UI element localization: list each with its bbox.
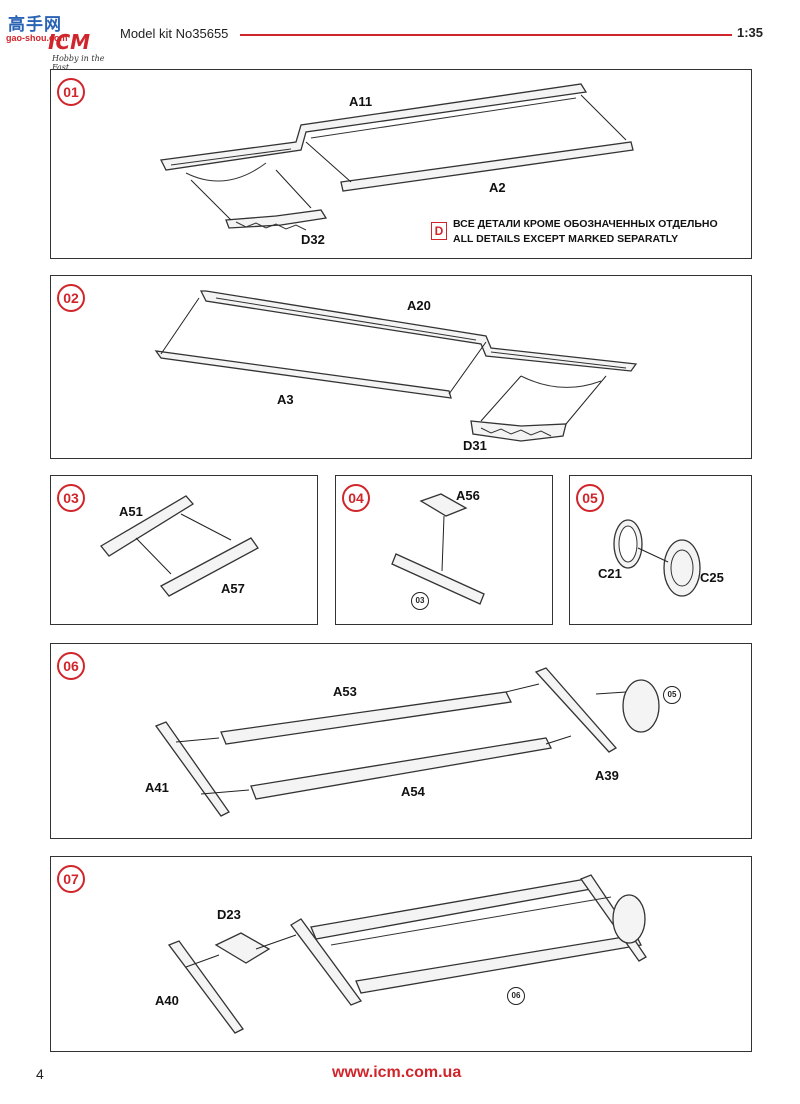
- step-05-badge: 05: [576, 484, 604, 512]
- scale-label: 1:35: [737, 25, 764, 40]
- separate-parts-badge: D: [431, 222, 447, 240]
- label-a40: A40: [155, 993, 179, 1008]
- step-02-diagram: [154, 290, 638, 442]
- step-01-badge: 01: [57, 78, 85, 106]
- label-a41: A41: [145, 780, 169, 795]
- label-d32: D32: [301, 232, 325, 247]
- step-04-panel: 04 A56 03: [335, 475, 553, 625]
- logo-brand: ICM: [48, 30, 91, 54]
- label-d23: D23: [217, 907, 241, 922]
- step-06-diagram: [154, 667, 660, 817]
- label-a39: A39: [595, 768, 619, 783]
- step-04-diagram: [391, 493, 485, 605]
- header-rule: [240, 34, 732, 36]
- logo-tagline: Hobby in the Fast: [52, 54, 105, 72]
- logo-watermark-url: gao-shou.com: [6, 33, 68, 43]
- page-number: 4: [36, 1066, 44, 1082]
- note-en: ALL DETAILS EXCEPT MARKED SEPARATLY: [453, 233, 679, 245]
- step-07-panel: 07 D23 A40 06: [50, 856, 752, 1052]
- label-a51: A51: [119, 504, 143, 519]
- step-03-badge: 03: [57, 484, 85, 512]
- footer-website-link[interactable]: www.icm.com.ua: [332, 1064, 462, 1081]
- label-d31: D31: [463, 438, 487, 453]
- step-05-diagram: [613, 519, 701, 597]
- ref-step-06: 06: [507, 987, 525, 1005]
- label-a53: A53: [333, 684, 357, 699]
- step-03-panel: 03 A51 A57: [50, 475, 318, 625]
- step-06-panel: 06 A53 A54 A41 A39 05: [50, 643, 752, 839]
- step-06-badge: 06: [57, 652, 85, 680]
- step-02-panel: 02 A20 A3 D31: [50, 275, 752, 459]
- label-c21: C21: [598, 566, 622, 581]
- step-03-diagram: [100, 495, 259, 597]
- label-a54: A54: [401, 784, 425, 799]
- step-05-panel: 05 C21 C25: [569, 475, 752, 625]
- step-07-badge: 07: [57, 865, 85, 893]
- step-07-diagram: [167, 874, 647, 1034]
- label-c25: C25: [700, 570, 724, 585]
- icm-logo: 高手网 gao-shou.com ICM Hobby in the Fast: [2, 6, 110, 72]
- logo-watermark-text: 高手网: [8, 15, 62, 35]
- ref-step-05: 05: [663, 686, 681, 704]
- label-a57: A57: [221, 581, 245, 596]
- label-a56: A56: [456, 488, 480, 503]
- ref-step-03: 03: [411, 592, 429, 610]
- step-01-panel: 01 A11 A2 D32 D ВСЕ ДЕТАЛИ КРОМЕ ОБОЗНАЧ…: [50, 69, 752, 259]
- step-01-diagram: [160, 83, 634, 231]
- step-04-badge: 04: [342, 484, 370, 512]
- step-02-badge: 02: [57, 284, 85, 312]
- label-a20: A20: [407, 298, 431, 313]
- note-ru: ВСЕ ДЕТАЛИ КРОМЕ ОБОЗНАЧЕННЫХ ОТДЕЛЬНО: [453, 218, 718, 230]
- kit-number: Model kit No35655: [120, 26, 229, 41]
- label-a2: A2: [489, 180, 506, 195]
- label-a11: A11: [349, 94, 373, 109]
- label-a3: A3: [277, 392, 294, 407]
